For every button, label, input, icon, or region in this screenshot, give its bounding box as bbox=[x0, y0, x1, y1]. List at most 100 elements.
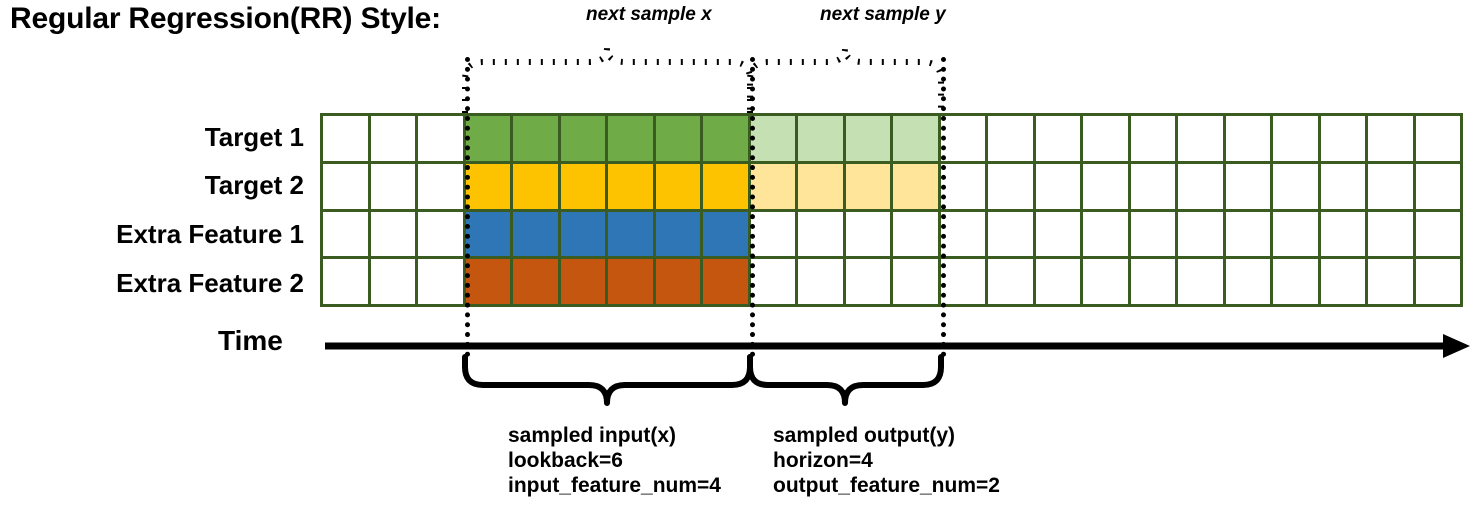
grid-cell-r3-c17-blank bbox=[1083, 211, 1128, 257]
grid-cell-r4-c11-blank bbox=[798, 259, 843, 304]
grid-cell-r1-c3-blank bbox=[418, 116, 463, 161]
grid-cell-r4-c20-blank bbox=[1225, 259, 1270, 304]
grid-cell-r2-c4-input bbox=[465, 163, 510, 209]
grid-cell-r1-c1-blank bbox=[323, 116, 368, 161]
grid-cell-r2-c3-blank bbox=[418, 163, 463, 209]
grid-cell-r4-c3-blank bbox=[418, 259, 463, 304]
grid-cell-r3-c4-input bbox=[465, 211, 510, 257]
grid-cell-r1-c9-input bbox=[703, 116, 748, 161]
grid-cell-r4-c1-blank bbox=[323, 259, 368, 304]
grid-cell-r3-c1-blank bbox=[323, 211, 368, 257]
grid-cell-r3-c16-blank bbox=[1035, 211, 1080, 257]
grid-cell-r1-c16-blank bbox=[1035, 116, 1080, 161]
grid-cell-r1-c10-output bbox=[750, 116, 795, 161]
page-title: Regular Regression(RR) Style: bbox=[10, 2, 441, 35]
caption-input-line-3: input_feature_num=4 bbox=[508, 474, 721, 497]
grid-cell-r1-c23-blank bbox=[1368, 116, 1413, 161]
grid-cell-r1-c18-blank bbox=[1130, 116, 1175, 161]
grid-cell-r3-c22-blank bbox=[1320, 211, 1365, 257]
grid-cell-r1-c14-blank bbox=[940, 116, 985, 161]
grid-cell-r2-c18-blank bbox=[1130, 163, 1175, 209]
grid-cell-r1-c4-input bbox=[465, 116, 510, 161]
caption-input-line-1: sampled input(x) bbox=[508, 424, 677, 447]
grid-cell-r1-c13-output bbox=[893, 116, 938, 161]
grid-cell-r2-c20-blank bbox=[1225, 163, 1270, 209]
time-axis-arrow bbox=[325, 334, 1470, 358]
grid-cell-r3-c10-blank bbox=[750, 211, 795, 257]
row-label-extra-feature-2: Extra Feature 2 bbox=[116, 268, 304, 298]
grid-cell-r3-c2-blank bbox=[370, 211, 415, 257]
grid-cell-r3-c3-blank bbox=[418, 211, 463, 257]
grid-cell-r1-c5-input bbox=[513, 116, 558, 161]
grid-cell-r3-c5-input bbox=[513, 211, 558, 257]
row-label-extra-feature-1: Extra Feature 1 bbox=[116, 219, 304, 249]
grid-cell-r3-c13-blank bbox=[893, 211, 938, 257]
grid-cell-r3-c24-blank bbox=[1415, 211, 1460, 257]
row-label-column: Target 1 Target 2 Extra Feature 1 Extra … bbox=[0, 113, 312, 307]
grid-cell-r1-c7-input bbox=[608, 116, 653, 161]
grid-cell-r4-c9-input bbox=[703, 259, 748, 304]
grid-cell-r1-c6-input bbox=[560, 116, 605, 161]
grid-cell-r4-c21-blank bbox=[1273, 259, 1318, 304]
row-label-target-2: Target 2 bbox=[204, 170, 304, 200]
grid-cell-r4-c2-blank bbox=[370, 259, 415, 304]
grid-cell-r3-c6-input bbox=[560, 211, 605, 257]
grid-cell-r1-c24-blank bbox=[1415, 116, 1460, 161]
caption-output-line-1: sampled output(y) bbox=[773, 424, 955, 447]
grid-cell-r4-c17-blank bbox=[1083, 259, 1128, 304]
grid-cell-r2-c8-input bbox=[655, 163, 700, 209]
grid-cell-r1-c22-blank bbox=[1320, 116, 1365, 161]
grid-cell-r3-c11-blank bbox=[798, 211, 843, 257]
grid-cell-r2-c21-blank bbox=[1273, 163, 1318, 209]
grid-cell-r3-c19-blank bbox=[1178, 211, 1223, 257]
grid-cell-r2-c16-blank bbox=[1035, 163, 1080, 209]
grid-cell-r3-c14-blank bbox=[940, 211, 985, 257]
caption-sampled-output: sampled output(y) horizon=4 output_featu… bbox=[773, 423, 1000, 498]
grid-cell-r2-c1-blank bbox=[323, 163, 368, 209]
grid-cell-r2-c22-blank bbox=[1320, 163, 1365, 209]
grid-cell-r3-c9-input bbox=[703, 211, 748, 257]
grid-cell-r2-c11-output bbox=[798, 163, 843, 209]
grid-cell-r4-c10-blank bbox=[750, 259, 795, 304]
grid-cell-r1-c20-blank bbox=[1225, 116, 1270, 161]
grid-cell-r4-c5-input bbox=[513, 259, 558, 304]
grid-cell-r2-c17-blank bbox=[1083, 163, 1128, 209]
grid-cell-r4-c6-input bbox=[560, 259, 605, 304]
grid-cell-r2-c2-blank bbox=[370, 163, 415, 209]
grid-cell-r1-c2-blank bbox=[370, 116, 415, 161]
grid-cell-r2-c5-input bbox=[513, 163, 558, 209]
grid-cell-r4-c19-blank bbox=[1178, 259, 1223, 304]
caption-output-line-2: horizon=4 bbox=[773, 449, 873, 472]
grid-cell-r4-c24-blank bbox=[1415, 259, 1460, 304]
grid-cell-r1-c19-blank bbox=[1178, 116, 1223, 161]
grid-cell-r3-c18-blank bbox=[1130, 211, 1175, 257]
grid-cell-r3-c12-blank bbox=[845, 211, 890, 257]
grid-cell-r1-c15-blank bbox=[988, 116, 1033, 161]
guide-line-input-end bbox=[750, 57, 755, 357]
caption-output-line-3: output_feature_num=2 bbox=[773, 474, 1000, 497]
grid-cell-r2-c9-input bbox=[703, 163, 748, 209]
grid-cell-r4-c23-blank bbox=[1368, 259, 1413, 304]
grid-cell-r1-c17-blank bbox=[1083, 116, 1128, 161]
next-sample-y-label: next sample y bbox=[820, 4, 946, 25]
grid-cell-r2-c23-blank bbox=[1368, 163, 1413, 209]
grid-cell-r3-c8-input bbox=[655, 211, 700, 257]
row-label-target-1: Target 1 bbox=[204, 122, 304, 152]
grid-cell-r4-c16-blank bbox=[1035, 259, 1080, 304]
grid-cell-r2-c19-blank bbox=[1178, 163, 1223, 209]
timeline-grid bbox=[320, 113, 1463, 307]
grid-cell-r1-c8-input bbox=[655, 116, 700, 161]
time-axis-label: Time bbox=[218, 325, 283, 356]
caption-sampled-input: sampled input(x) lookback=6 input_featur… bbox=[508, 423, 721, 498]
grid-cell-r2-c7-input bbox=[608, 163, 653, 209]
grid-cell-r2-c10-output bbox=[750, 163, 795, 209]
guide-line-input-start bbox=[465, 57, 470, 357]
grid-cell-r1-c21-blank bbox=[1273, 116, 1318, 161]
grid-cell-r4-c15-blank bbox=[988, 259, 1033, 304]
grid-cell-r3-c20-blank bbox=[1225, 211, 1270, 257]
grid-cell-r4-c22-blank bbox=[1320, 259, 1365, 304]
guide-line-output-end bbox=[941, 57, 946, 357]
grid-cell-r4-c7-input bbox=[608, 259, 653, 304]
grid-cell-r4-c13-blank bbox=[893, 259, 938, 304]
caption-input-line-2: lookback=6 bbox=[508, 449, 623, 472]
